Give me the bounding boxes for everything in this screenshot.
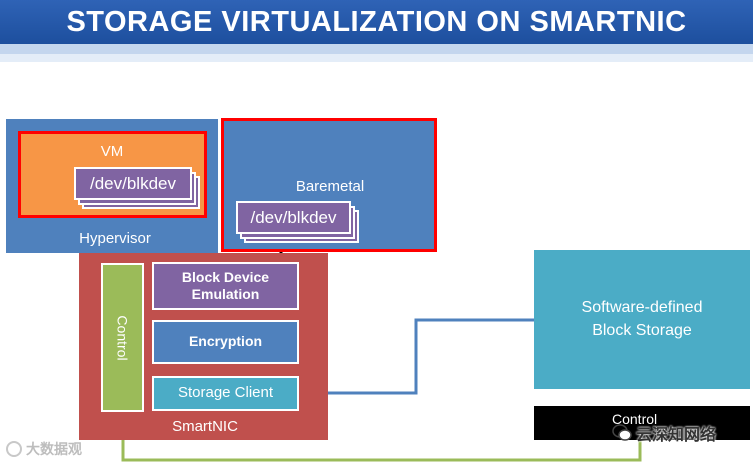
- block-device-emulation: Block Device Emulation: [152, 262, 299, 310]
- vm-device: /dev/blkdev: [74, 167, 192, 200]
- encryption-block: Encryption: [152, 320, 299, 364]
- watermark-right-text: 云深知网络: [636, 427, 717, 444]
- sds-storage-box: Software-defined Block Storage: [534, 250, 750, 389]
- header-bar: [0, 0, 753, 44]
- smartnic-label: SmartNIC: [172, 417, 238, 435]
- storage-client-block: Storage Client: [152, 376, 299, 411]
- wechat-icon: [612, 424, 632, 441]
- header-stripe-light: [0, 54, 753, 62]
- smartnic-control-label: Control: [114, 314, 131, 361]
- watermark-left-text: 大数据观: [26, 441, 82, 457]
- smartnic-control-wrap: Control: [101, 263, 144, 412]
- watermark-logo-icon: [6, 441, 22, 457]
- header-stripe: [0, 44, 753, 54]
- watermark-right: 云深知网络: [612, 420, 742, 446]
- baremetal-device: /dev/blkdev: [236, 201, 351, 234]
- smartnic-control-box: [101, 263, 144, 412]
- remote-control-box: [534, 406, 750, 440]
- storage-client-link: [298, 318, 536, 395]
- baremetal-label: Baremetal: [295, 177, 365, 195]
- watermark-left: 大数据观: [6, 438, 116, 460]
- hypervisor-label: Hypervisor: [79, 229, 151, 247]
- remote-control-label: Control: [612, 411, 658, 427]
- slide-title: STORAGE VIRTUALIZATION ON SMARTNIC: [66, 5, 687, 38]
- vm-label: VM: [100, 142, 124, 160]
